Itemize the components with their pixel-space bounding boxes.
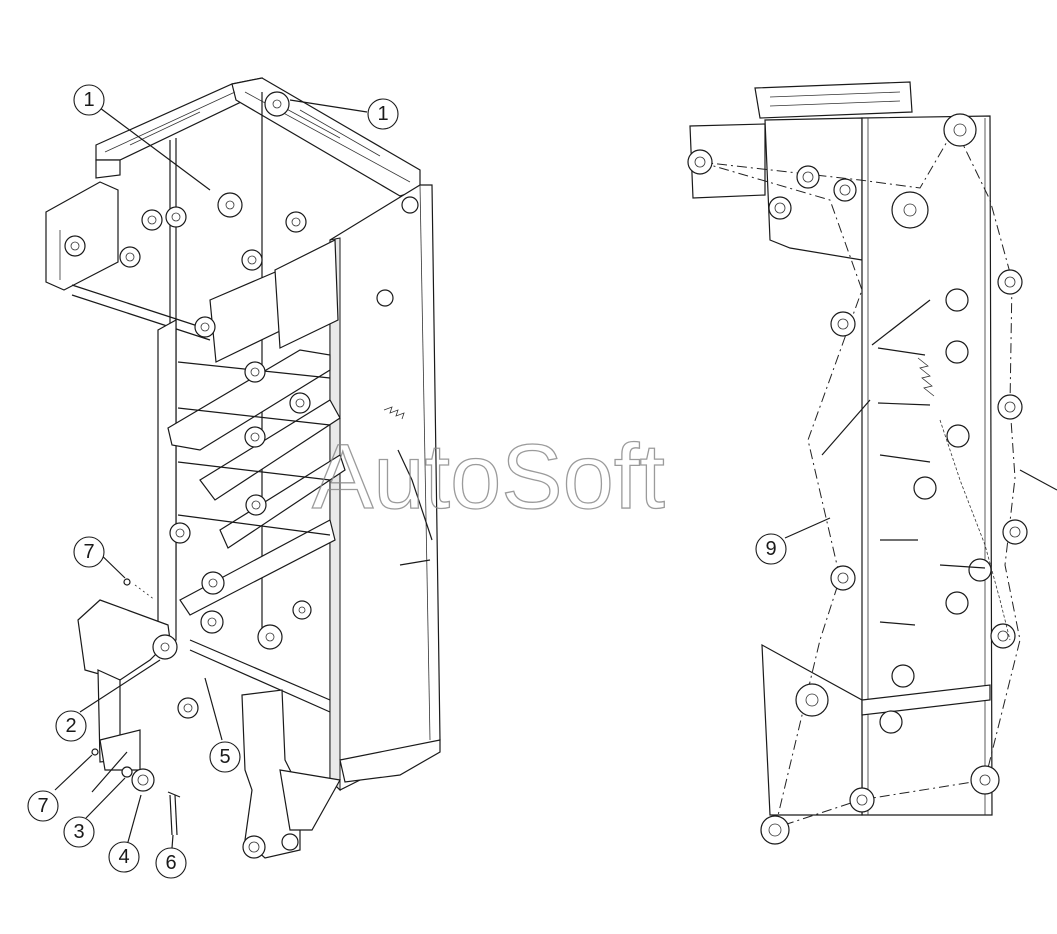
callout-label: 4 [118, 846, 129, 868]
callout-label: 3 [73, 821, 84, 843]
callout-1-top-left: 1 [73, 84, 105, 116]
callout-3: 3 [63, 816, 95, 848]
callout-9: 9 [755, 533, 787, 565]
callout-1-top-right: 1 [367, 98, 399, 130]
callout-2: 2 [55, 710, 87, 742]
left-assembly [45, 77, 441, 859]
roller-set-right [687, 149, 1028, 845]
watermark-text: AutoSoft [312, 426, 665, 528]
roller-set-left [64, 206, 312, 859]
callout-label: 1 [83, 89, 94, 111]
callout-label: 1 [377, 103, 388, 125]
callout-label: 2 [65, 715, 76, 737]
callout-label: 7 [83, 541, 94, 563]
leader-lines [54, 99, 1057, 849]
sprocket-set-left [152, 91, 419, 660]
callout-4: 4 [108, 841, 140, 873]
right-assembly [687, 81, 1028, 845]
callout-label: 5 [219, 746, 230, 768]
callout-label: 9 [765, 538, 776, 560]
callout-7-lower: 7 [27, 790, 59, 822]
callout-label: 6 [165, 852, 176, 874]
callout-7-upper: 7 [73, 536, 105, 568]
callout-5: 5 [209, 741, 241, 773]
callout-6: 6 [155, 847, 187, 879]
sprocket-set-right [795, 113, 1000, 795]
callout-label: 7 [37, 795, 48, 817]
